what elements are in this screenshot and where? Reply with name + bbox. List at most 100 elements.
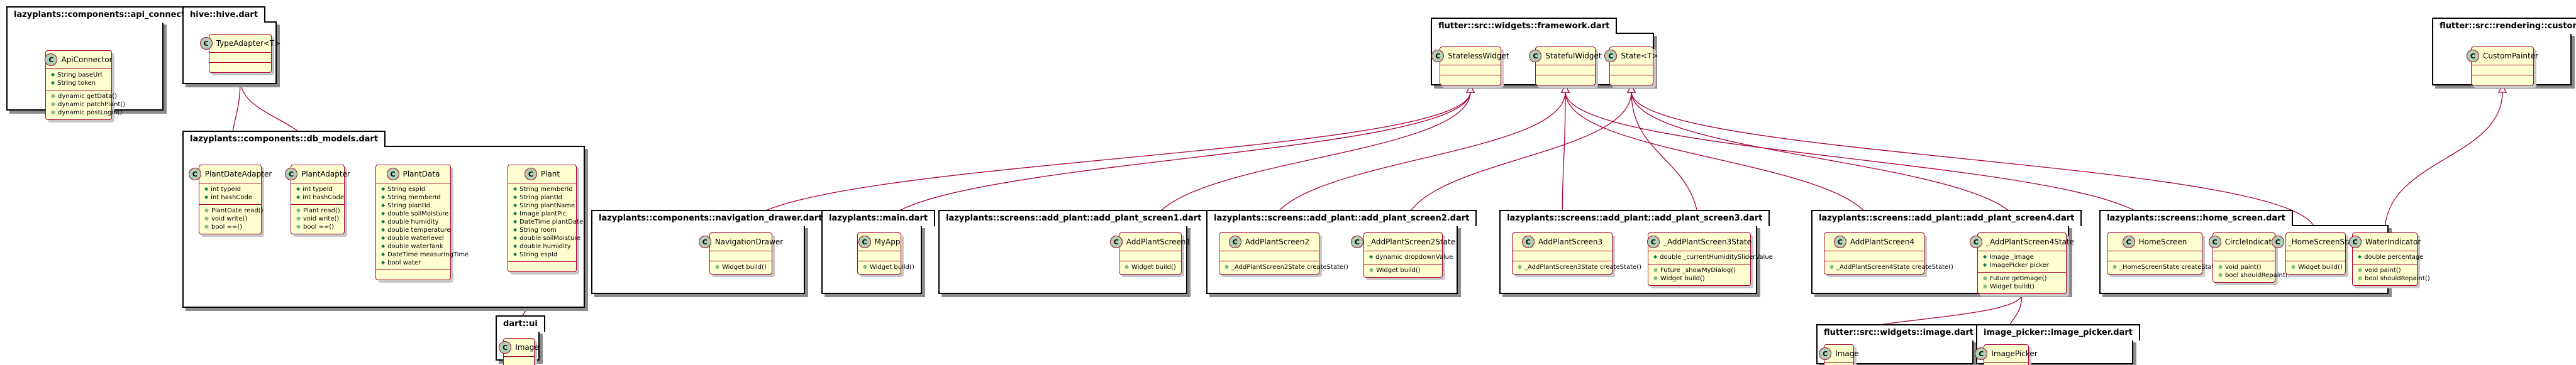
class-plantdata[interactable]: CPlantDataString espIdString memberIdStr… [375,165,469,280]
class-myapp[interactable]: CMyAppWidget build() [857,232,914,275]
method: void paint() [2218,263,2270,271]
class-methods: _HomeScreenState createState() [2107,261,2223,274]
class-name: TypeAdapter<T> [216,39,281,48]
method: dynamic postLogin() [51,109,122,117]
method: PlantDate read() [204,207,264,215]
method: bool shouldRepaint() [2218,271,2290,280]
class-plantdateadapter[interactable]: CPlantDateAdapterint typeIdint hashCodeP… [188,165,272,234]
edge-inherit [1150,91,1471,233]
field: String token [51,79,106,87]
class-fields [1984,362,2028,365]
class-fields [1119,251,1181,261]
method: Widget build() [1983,283,2061,291]
inheritance-arrowhead [1626,84,1636,93]
class-name: _AddPlantScreen4State [1985,237,2075,246]
field: bool water [381,259,445,267]
class-stereotype-icon: C [2348,236,2362,248]
method: _AddPlantScreen3State createState() [1518,263,1641,271]
method: void write() [296,215,339,223]
class-addplantscreen2state[interactable]: C_AddPlantScreen2Statedynamic dropdownVa… [1350,232,1455,278]
class-name: PlantDateAdapter [204,170,272,178]
field: dynamic dropdownValue [1369,253,1453,261]
class-name: AddPlantScreen2 [1245,237,1310,246]
class-name: Image [515,343,539,352]
class-name: ApiConnector [61,55,113,64]
class-fields [1440,65,1501,75]
field: String plantName [513,202,575,210]
field: Image _image [1983,253,2061,261]
class-name: StatefulWidget [1545,52,1602,60]
package-title: lazyplants::components::navigation_drawe… [591,210,830,226]
edge-inherit [1562,91,1566,233]
class-fields: int typeIdint hashCode [199,183,261,204]
field: double waterlevel [381,234,445,242]
class-name: ImagePicker [1991,349,2038,358]
class-name: AddPlantScreen4 [1850,237,1915,246]
class-name: PlantAdapter [301,170,350,178]
field: String room [513,226,571,234]
class-stereotype-icon: C [1109,236,1123,248]
class-name: _HomeScreenState [2287,237,2360,246]
method: Plant read() [296,207,340,215]
class-addplantscreen3state[interactable]: C_AddPlantScreen3Statedouble _currentHum… [1646,232,1773,286]
field: int hashCode [296,193,344,202]
method: void paint() [2358,266,2412,275]
package-title: lazyplants::main.dart [821,210,936,226]
class-addplantscreen1[interactable]: CAddPlantScreen1Widget build() [1109,232,1191,275]
package-title: lazyplants::components::db_models.dart [182,131,386,147]
class-waterindicator[interactable]: CWaterIndicatordouble percentagevoid pai… [2348,232,2430,286]
inheritance-arrowhead [1465,84,1475,93]
method: Widget build() [715,263,767,271]
edge-inherit [1631,91,1700,233]
class-stereotype-icon: C [1521,236,1535,248]
edge-inherit [2384,91,2503,233]
class-stereotype-icon: C [1819,347,1832,360]
class-navigationdrawer[interactable]: CNavigationDrawerWidget build() [698,232,783,275]
method: _AddPlantScreen2State createState() [1224,263,1348,271]
class-stereotype-icon: C [2467,50,2480,62]
class-stereotype-icon: C [1604,50,1618,62]
package-api-connector: lazyplants::components::api_connector.da… [6,6,224,120]
class-plantadapter[interactable]: CPlantAdapterint typeIdint hashCodePlant… [285,165,350,234]
class-homescreenstate[interactable]: C_HomeScreenStateWidget build() [2271,232,2360,275]
class-methods: Future getImage()Widget build() [1978,272,2066,293]
class-fields [2472,65,2533,75]
class-methods: _AddPlantScreen3State createState() [1513,261,1641,274]
class-apiconnector[interactable]: CApiConnectorString baseUrlString tokend… [45,50,125,120]
class-name: PlantData [402,170,440,178]
field: String espId [513,251,571,259]
class-methods: Widget build() [2286,261,2345,274]
class-addplantscreen4state[interactable]: C_AddPlantScreen4StateImage _imageImageP… [1969,232,2074,294]
class-stereotype-icon: C [386,168,399,180]
class-fields: int typeIdint hashCode [291,183,344,204]
class-methods: void paint()bool shouldRepaint() [2213,261,2290,282]
method: _AddPlantScreen4State createState() [1829,263,1953,271]
class-stereotype-icon: C [1646,236,1660,248]
class-stereotype-icon: C [2271,236,2284,248]
class-plant[interactable]: CPlantString memberIdString plantIdStrin… [508,165,583,272]
class-methods [508,261,576,271]
field: double _currentHumiditySliderValue [1653,253,1773,261]
